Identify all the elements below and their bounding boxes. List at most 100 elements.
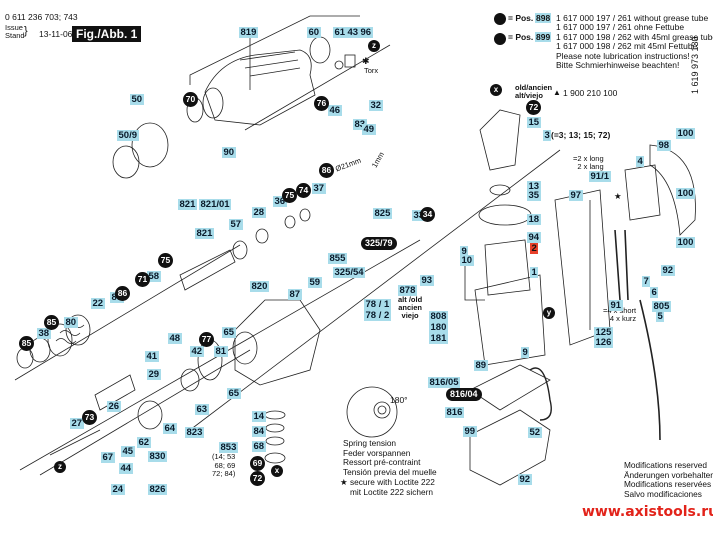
part-label-pill[interactable]: 816/04 (446, 388, 482, 401)
part-label[interactable]: 26 (107, 401, 121, 412)
part-label[interactable]: 99 (463, 426, 477, 437)
part-label-circled[interactable]: 77 (199, 332, 214, 347)
part-label[interactable]: 78 / 1 (364, 299, 391, 310)
part-label[interactable]: 816/05 (428, 377, 461, 388)
part-label[interactable]: 29 (147, 369, 161, 380)
part-label[interactable]: 35 (527, 190, 541, 201)
part-label-circled[interactable]: 75 (158, 253, 173, 268)
part-label-circled[interactable]: 85 (44, 315, 59, 330)
part-label[interactable]: 6 (650, 287, 659, 298)
part-label[interactable]: 826 (148, 484, 167, 495)
part-label[interactable]: 100 (676, 128, 695, 139)
part-label[interactable]: 9 (460, 246, 469, 257)
part-label[interactable]: 5 (656, 311, 665, 322)
part-label-circled[interactable]: 85 (19, 336, 34, 351)
part-label-circled[interactable]: 71 (135, 272, 150, 287)
part-label-highlighted[interactable]: 2 (530, 243, 539, 254)
part-label[interactable]: 819 (239, 27, 258, 38)
part-label[interactable]: 84 (252, 426, 266, 437)
part-label[interactable]: 15 (527, 117, 541, 128)
part-label[interactable]: 97 (569, 190, 583, 201)
part-label[interactable]: 821 (195, 228, 214, 239)
part-label[interactable]: 45 (121, 446, 135, 457)
part-label[interactable]: 878 (398, 285, 417, 296)
part-label[interactable]: 43 (346, 27, 360, 38)
part-label[interactable]: 38 (37, 328, 51, 339)
part-label-circled[interactable]: 70 (183, 92, 198, 107)
part-label[interactable]: 48 (168, 333, 182, 344)
part-label[interactable]: 61 (333, 27, 347, 38)
part-label[interactable]: 9 (521, 347, 530, 358)
part-label[interactable]: 50 (130, 94, 144, 105)
part-label[interactable]: 4 (636, 156, 645, 167)
part-label[interactable]: 89 (474, 360, 488, 371)
part-label[interactable]: 81 (214, 346, 228, 357)
part-label[interactable]: 94 (527, 232, 541, 243)
part-label[interactable]: 80 (64, 317, 78, 328)
part-label[interactable]: 13 (527, 181, 541, 192)
part-label[interactable]: 100 (676, 237, 695, 248)
part-label[interactable]: 27 (70, 418, 84, 429)
part-label[interactable]: 65 (227, 388, 241, 399)
part-label[interactable]: 91 (609, 300, 623, 311)
part-label[interactable]: 820 (250, 281, 269, 292)
part-label[interactable]: 181 (429, 333, 448, 344)
part-label[interactable]: 855 (328, 253, 347, 264)
part-label[interactable]: 78 / 2 (364, 310, 391, 321)
part-label-circled[interactable]: 75 (282, 188, 297, 203)
part-label[interactable]: 22 (91, 298, 105, 309)
part-label[interactable]: 49 (362, 124, 376, 135)
part-label[interactable]: 59 (308, 277, 322, 288)
part-label[interactable]: 58 (147, 271, 161, 282)
part-label[interactable]: 83 (353, 119, 367, 130)
part-label[interactable]: 92 (661, 265, 675, 276)
part-label-circled[interactable]: 72 (250, 471, 265, 486)
part-label-circled[interactable]: 86 (319, 163, 334, 178)
part-label[interactable]: 57 (229, 219, 243, 230)
part-label[interactable]: 96 (359, 27, 373, 38)
part-label[interactable]: 821/01 (199, 199, 232, 210)
website-link[interactable]: www.axistools.ru (582, 504, 713, 520)
part-label-circled[interactable]: 74 (296, 183, 311, 198)
part-label[interactable]: 92 (518, 474, 532, 485)
part-label[interactable]: 62 (137, 437, 151, 448)
part-label[interactable]: 46 (328, 105, 342, 116)
part-label[interactable]: 32 (369, 100, 383, 111)
part-label[interactable]: 126 (594, 337, 613, 348)
part-label[interactable]: 41 (145, 351, 159, 362)
part-label[interactable]: 68 (252, 441, 266, 452)
part-label[interactable]: 63 (195, 404, 209, 415)
part-label[interactable]: 42 (190, 346, 204, 357)
part-label[interactable]: 18 (527, 214, 541, 225)
part-label[interactable]: 93 (420, 275, 434, 286)
part-label[interactable]: 821 (178, 199, 197, 210)
part-label[interactable]: 823 (185, 427, 204, 438)
part-label[interactable]: 36 (273, 196, 287, 207)
part-label[interactable]: 52 (528, 427, 542, 438)
part-label[interactable]: 100 (676, 188, 695, 199)
part-label[interactable]: 33 (412, 210, 426, 221)
part-label[interactable]: 65 (222, 327, 236, 338)
part-label[interactable]: 90 (222, 147, 236, 158)
part-label[interactable]: 67 (101, 452, 115, 463)
part-label-circled[interactable]: 72 (526, 100, 541, 115)
part-label[interactable]: 816 (445, 407, 464, 418)
part-label[interactable]: 808 (429, 311, 448, 322)
part-label[interactable]: 825 (373, 208, 392, 219)
part-label[interactable]: 125 (594, 327, 613, 338)
part-label[interactable]: 24 (111, 484, 125, 495)
part-label[interactable]: 91/1 (589, 171, 611, 182)
part-label-circled[interactable]: 69 (250, 456, 265, 471)
part-label[interactable]: 830 (148, 451, 167, 462)
part-label[interactable]: 10 (460, 255, 474, 266)
part-label[interactable]: 87 (288, 289, 302, 300)
part-label[interactable]: 805 (652, 301, 671, 312)
part-label[interactable]: 50/9 (117, 130, 139, 141)
part-label-circled[interactable]: 76 (314, 96, 329, 111)
part-label[interactable]: 853 (219, 442, 238, 453)
part-label[interactable]: 7 (642, 276, 651, 287)
part-label[interactable]: 37 (312, 183, 326, 194)
part-label[interactable]: 14 (252, 411, 266, 422)
part-label[interactable]: 98 (657, 140, 671, 151)
part-label-circled[interactable]: 73 (82, 410, 97, 425)
